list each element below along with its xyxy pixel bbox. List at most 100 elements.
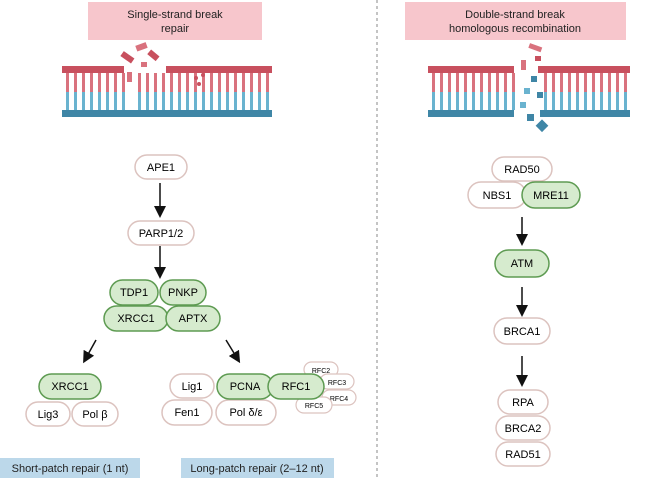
dna-rung-bottom [106,92,109,110]
dna-rung-top [154,73,157,92]
dna-rung-bottom [114,92,117,110]
svg-text:TDP1: TDP1 [120,287,148,299]
svg-text:APTX: APTX [179,313,208,325]
svg-text:RFC1: RFC1 [282,381,311,393]
dsb-dna-illustration [428,43,630,133]
short-patch-label-box: Short-patch repair (1 nt) [0,458,140,478]
svg-text:PCNA: PCNA [230,381,261,393]
dna-rung-bottom [154,92,157,110]
dna-rung-top [266,73,269,92]
ssb-dna-illustration [62,42,272,117]
dna-rung-bottom [488,92,491,110]
arrow-to-long-patch [225,339,241,364]
dna-rung-bottom [584,92,587,110]
node-aptx: APTX [165,305,221,332]
dna-rung-top [146,73,149,92]
svg-text:BRCA1: BRCA1 [504,326,541,338]
svg-text:XRCC1: XRCC1 [51,381,88,393]
dna-rung-top [600,73,603,92]
dna-rung-top [544,73,547,92]
dna-rung-top [106,73,109,92]
dna-rung-top [234,73,237,92]
dna-rung-top [194,73,197,92]
svg-text:PARP1/2: PARP1/2 [139,228,183,240]
node-brca1: BRCA1 [493,317,551,345]
dna-rung-bottom [504,92,507,110]
dna-rung-bottom [576,92,579,110]
dna-rung-bottom [552,92,555,110]
dna-rung-top [114,73,117,92]
ssb-title-line1: Single-strand break [127,9,223,21]
dna-rung-bottom [600,92,603,110]
dna-rung-bottom [544,92,547,110]
dsb-title-line1: Double-strand break [465,9,565,21]
node-xrcc1-complex: XRCC1 [103,305,169,332]
node-pol-delta-epsilon: Pol δ/ε [215,399,277,426]
node-fen1: Fen1 [161,399,213,426]
dna-rung-top [258,73,261,92]
short-patch-label: Short-patch repair (1 nt) [12,463,129,475]
dna-rung-bottom [66,92,69,110]
dna-rung-top [504,73,507,92]
dna-rung-bottom [440,92,443,110]
dna-rung-top [488,73,491,92]
dna-rung-bottom [448,92,451,110]
dna-rung-bottom [90,92,93,110]
dna-rung-top [98,73,101,92]
dna-rung-top [226,73,229,92]
svg-text:NBS1: NBS1 [483,190,512,202]
node-rad50: RAD50 [491,156,553,182]
node-tdp1: TDP1 [109,279,159,306]
dna-rung-bottom [560,92,563,110]
dna-rung-top [242,73,245,92]
dna-rung-top [170,73,173,92]
long-patch-label: Long-patch repair (2–12 nt) [190,463,323,475]
node-rfc3: RFC3 [319,373,355,390]
long-patch-label-box: Long-patch repair (2–12 nt) [181,458,334,478]
dna-rung-bottom [496,92,499,110]
dna-rung-top [122,73,125,92]
dna-rung-bottom [432,92,435,110]
ssb-title-line2: repair [161,23,189,35]
dna-rung-top [560,73,563,92]
dna-rung-bottom [162,92,165,110]
dna-rung-top [568,73,571,92]
node-lig1: Lig1 [169,373,215,399]
dna-rung-top [202,73,205,92]
dna-rung-top [186,73,189,92]
node-nbs1: NBS1 [467,181,527,209]
dna-rung-bottom [592,92,595,110]
dna-rung-top [66,73,69,92]
dna-rung-bottom [266,92,269,110]
dna-rung-top [448,73,451,92]
dna-rung-bottom [608,92,611,110]
dna-rung-bottom [250,92,253,110]
ssb-title-box: Single-strand break repair [88,2,262,40]
svg-text:BRCA2: BRCA2 [505,423,542,435]
dna-rung-bottom [234,92,237,110]
node-pol-beta: Pol β [71,401,119,427]
dna-rung-bottom [178,92,181,110]
dna-rung-bottom [98,92,101,110]
dsb-title-line2: homologous recombination [449,23,581,35]
svg-text:Lig3: Lig3 [38,409,59,421]
dna-rung-top [608,73,611,92]
node-parp1-2: PARP1/2 [127,220,195,246]
node-atm: ATM [494,249,550,278]
dna-rung-bottom [568,92,571,110]
dna-rung-top [512,73,515,92]
dna-rung-bottom [170,92,173,110]
node-mre11: MRE11 [521,181,581,209]
dna-rung-top [74,73,77,92]
svg-text:XRCC1: XRCC1 [117,313,154,325]
node-lig3: Lig3 [25,401,71,427]
dna-rung-top [464,73,467,92]
svg-text:RFC2: RFC2 [312,368,330,375]
dna-rung-bottom [210,92,213,110]
dsb-title-box: Double-strand break homologous recombina… [405,2,626,40]
node-pcna: PCNA [216,373,274,400]
dna-rung-bottom [456,92,459,110]
svg-text:PNKP: PNKP [168,287,198,299]
dna-rung-top [218,73,221,92]
dna-rung-bottom [218,92,221,110]
